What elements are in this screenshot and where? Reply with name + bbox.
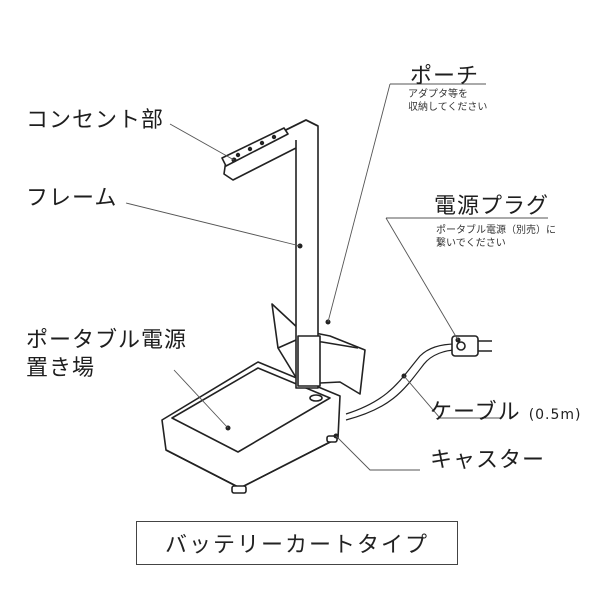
label-caster: キャスター — [430, 448, 546, 473]
note-plug-1: ポータブル電源（別売）に — [436, 225, 556, 236]
note-pouch-2: 収納してください — [408, 102, 488, 113]
title-box: バッテリーカートタイプ — [136, 521, 458, 565]
label-tray-line-1: ポータブル電源 — [26, 328, 188, 353]
frame-clamp — [297, 335, 321, 387]
title-text: バッテリーカートタイプ — [164, 533, 429, 558]
leader-tray — [173, 369, 229, 429]
label-cable: ケーブル (0.5m) — [430, 394, 582, 426]
leader-plug — [385, 217, 459, 341]
outlet-socket-3 — [259, 140, 265, 146]
leader-frame — [125, 202, 301, 247]
leader-outlet — [169, 123, 235, 161]
plug-face — [456, 341, 466, 351]
label-frame: フレーム — [26, 186, 118, 211]
mount-bolt — [309, 394, 323, 402]
plug-prongs — [478, 340, 492, 352]
label-pouch: ポーチ — [410, 64, 480, 89]
note-pouch-1: アダプタ等を — [408, 89, 468, 100]
leader-caster — [335, 435, 420, 471]
outlet-socket-2 — [247, 146, 253, 152]
outlet-socket-1 — [235, 152, 241, 158]
caster-front — [231, 485, 247, 494]
outlet-socket-4 — [271, 134, 277, 140]
leader-cable — [403, 375, 500, 419]
label-outlet: コンセント部 — [26, 108, 165, 133]
leader-pouch — [327, 83, 391, 323]
label-tray-line-2: 置き場 — [26, 356, 96, 381]
label-plug: 電源プラグ — [434, 194, 550, 219]
cable-line — [345, 343, 457, 415]
note-plug-2: 繋いでください — [436, 238, 506, 249]
tray-inner — [171, 367, 331, 453]
label-cable-text: ケーブル — [430, 400, 521, 425]
label-cable-length: (0.5m) — [528, 407, 582, 423]
cable-line-2 — [345, 349, 457, 421]
